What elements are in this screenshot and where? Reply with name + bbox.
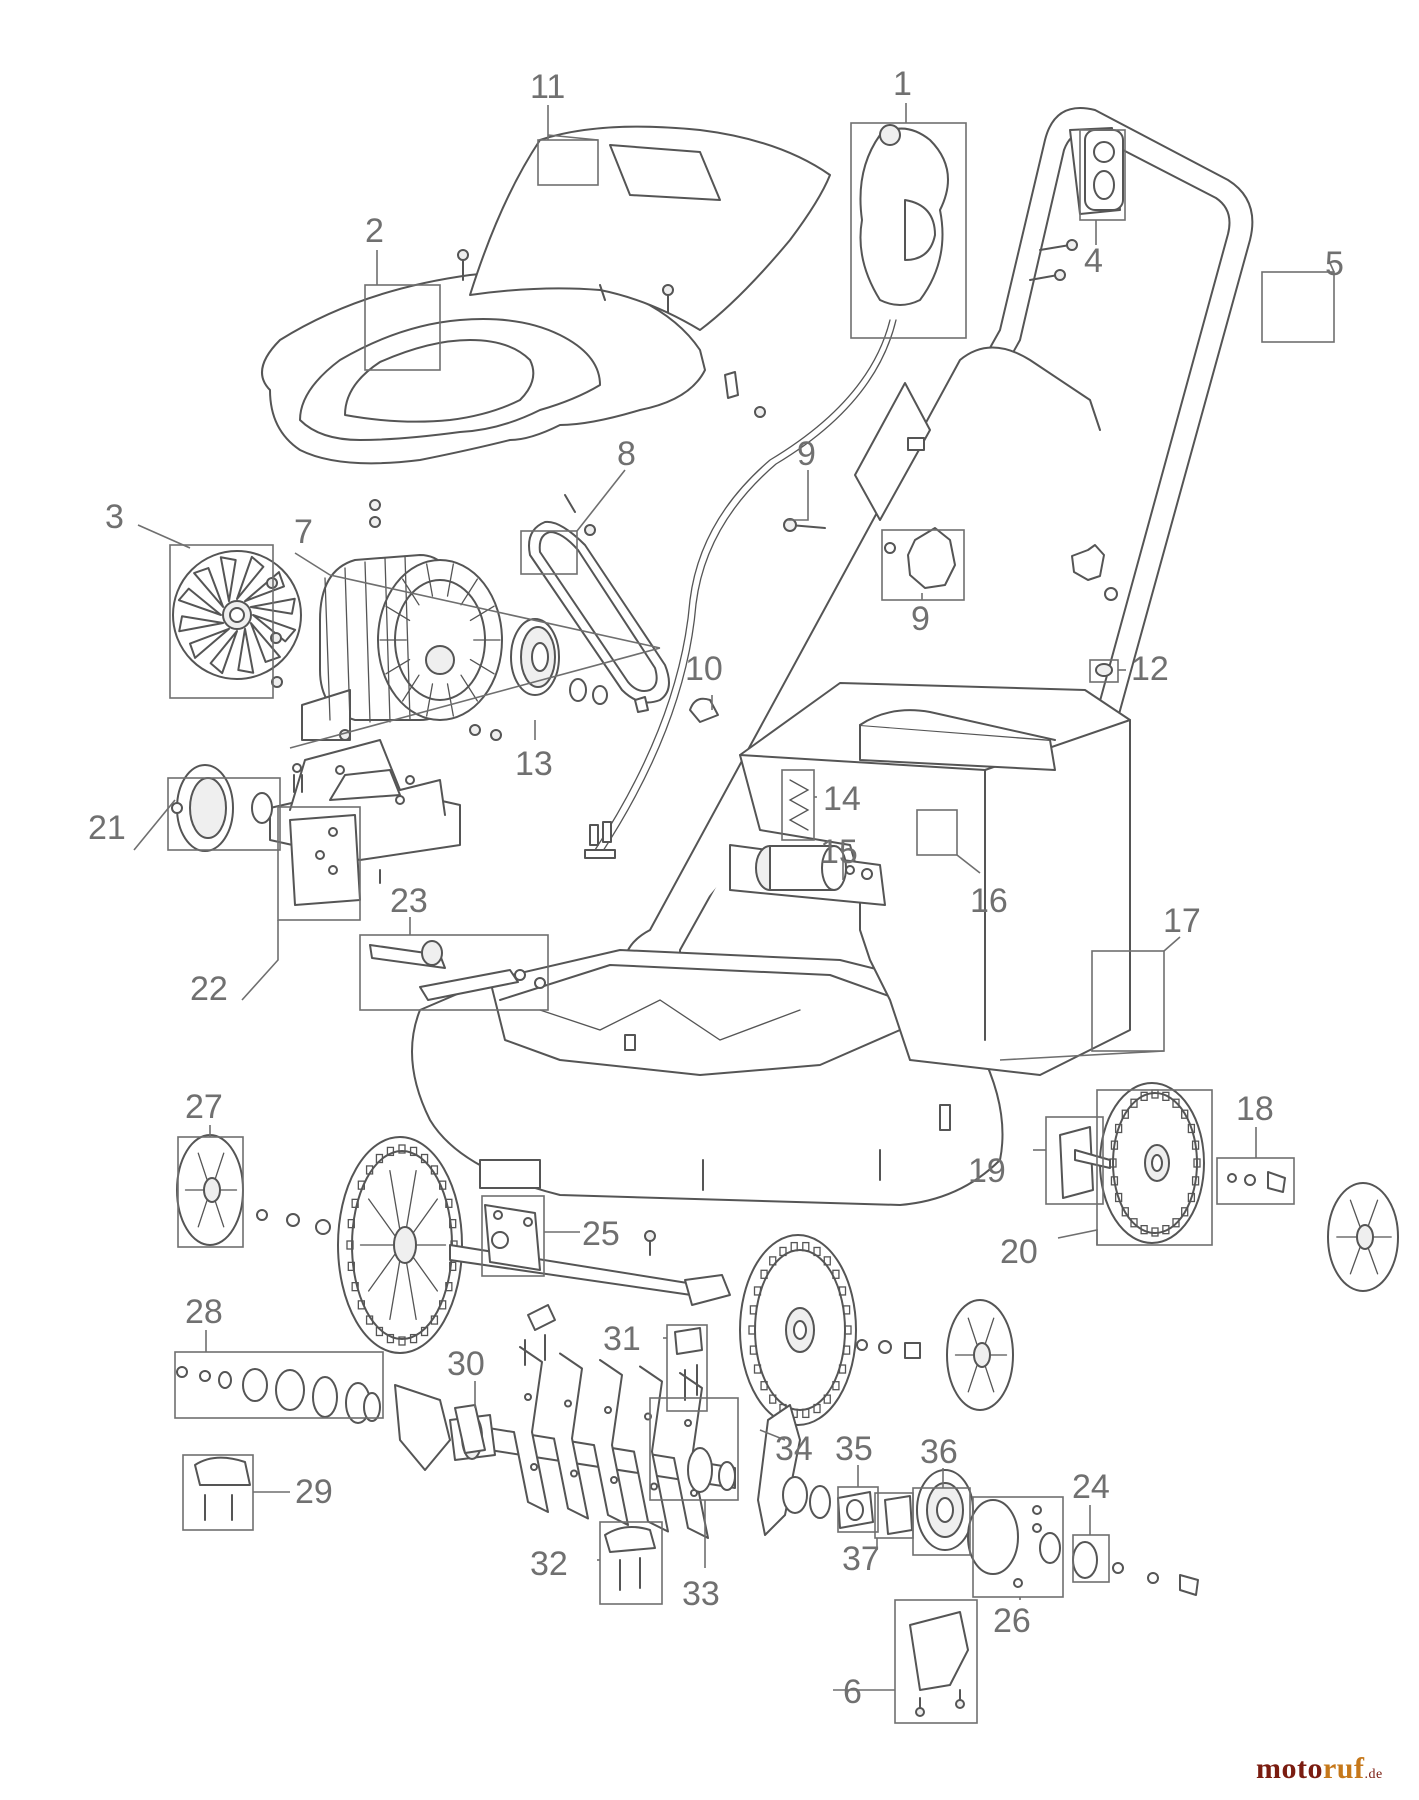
callout-8: 8	[617, 435, 636, 473]
power-cable-inner	[600, 319, 897, 855]
callout-5: 5	[1325, 245, 1344, 283]
callout-27: 27	[185, 1088, 223, 1126]
callout-22: 22	[190, 970, 228, 1008]
callout-28: 28	[185, 1293, 223, 1331]
callout-4: 4	[1084, 242, 1103, 280]
box-20	[1096, 1089, 1213, 1246]
grass-bag-top-drawing	[469, 125, 831, 331]
box-12	[1089, 659, 1119, 683]
callout-boxes	[167, 122, 1335, 1724]
callout-31: 31	[603, 1320, 641, 1358]
callout-23: 23	[390, 882, 428, 920]
box-28	[174, 1351, 384, 1419]
box-16	[916, 809, 958, 856]
callout-11: 11	[530, 68, 565, 106]
callout-1: 1	[893, 65, 912, 103]
pulley-13-drawing	[510, 618, 649, 713]
deck-drawing	[411, 949, 1004, 1206]
callout-17: 17	[1163, 902, 1201, 940]
box-14	[781, 769, 815, 841]
box-26	[972, 1496, 1064, 1598]
switch-box-drawing	[859, 124, 949, 306]
axle-drawing	[449, 1204, 731, 1306]
callout-34: 34	[775, 1430, 813, 1468]
hubcap-mid-drawing	[946, 1299, 1014, 1411]
box-4	[1079, 129, 1126, 221]
rear-left-wheel-drawing	[739, 1234, 857, 1426]
callout-30: 30	[447, 1345, 485, 1383]
motor-drawing	[301, 554, 503, 741]
callout-32: 32	[530, 1545, 568, 1583]
callout-12: 12	[1131, 650, 1169, 688]
callout-9-lower: 9	[911, 600, 930, 638]
hubcap-27-drawing	[176, 1134, 244, 1246]
box-1	[850, 122, 967, 339]
callout-labels: 1 2 3 4 5 6 7 8 9 9 10 11 12 13 14 15 16…	[88, 65, 1344, 1711]
box-22	[277, 806, 361, 921]
hubcap-far-right-drawing	[1327, 1182, 1399, 1292]
callout-13: 13	[515, 745, 553, 783]
callout-9-upper: 9	[797, 435, 816, 473]
callout-20: 20	[1000, 1233, 1038, 1271]
box-3	[169, 544, 274, 699]
callout-24: 24	[1072, 1468, 1110, 1506]
box-32	[599, 1521, 663, 1605]
callout-7: 7	[294, 513, 313, 551]
grass-box-drawing	[739, 682, 1131, 1076]
box-8	[520, 530, 578, 575]
motoruf-watermark: motoruf.de	[1256, 1752, 1383, 1786]
power-cable	[594, 319, 891, 851]
small-parts-drawing	[171, 129, 1286, 1717]
right-wheel-20-drawing	[1099, 1082, 1205, 1244]
box-17	[1091, 950, 1165, 1052]
callout-37: 37	[842, 1540, 880, 1578]
front-left-wheel-drawing	[337, 1136, 463, 1354]
callout-18: 18	[1236, 1090, 1274, 1128]
callout-26: 26	[993, 1602, 1031, 1640]
watermark-highlight: ruf	[1322, 1752, 1365, 1785]
callout-2: 2	[365, 212, 384, 250]
box-37	[874, 1492, 914, 1539]
callout-36: 36	[920, 1433, 958, 1471]
box-23	[359, 934, 549, 1011]
fan-drawing	[172, 550, 302, 680]
box-5	[1261, 271, 1335, 343]
watermark-suffix: .de	[1364, 1767, 1383, 1782]
callout-25: 25	[582, 1215, 620, 1253]
box-24	[1072, 1534, 1110, 1583]
callout-14: 14	[823, 780, 861, 818]
callout-15: 15	[820, 833, 858, 871]
box-19	[1045, 1116, 1104, 1205]
box-21	[167, 777, 281, 851]
callout-10: 10	[685, 650, 723, 688]
box-25	[481, 1195, 545, 1277]
callout-16: 16	[970, 882, 1008, 920]
callout-29: 29	[295, 1473, 333, 1511]
box-11	[537, 139, 599, 186]
motor-base-drawing	[269, 739, 461, 884]
leader-lines	[133, 103, 1335, 1691]
callout-21: 21	[88, 809, 126, 847]
callout-19: 19	[968, 1152, 1006, 1190]
box-31	[666, 1324, 708, 1412]
callout-6: 6	[843, 1673, 862, 1711]
watermark-prefix: moto	[1256, 1752, 1323, 1785]
box-33	[649, 1397, 739, 1501]
box-2	[364, 284, 441, 371]
box-9-lower	[881, 529, 965, 601]
hood-drawing	[261, 271, 706, 465]
callout-33: 33	[682, 1575, 720, 1613]
capacitor-drawing	[729, 844, 886, 906]
box-6	[894, 1599, 978, 1724]
callout-35: 35	[835, 1430, 873, 1468]
callout-3: 3	[105, 498, 124, 536]
